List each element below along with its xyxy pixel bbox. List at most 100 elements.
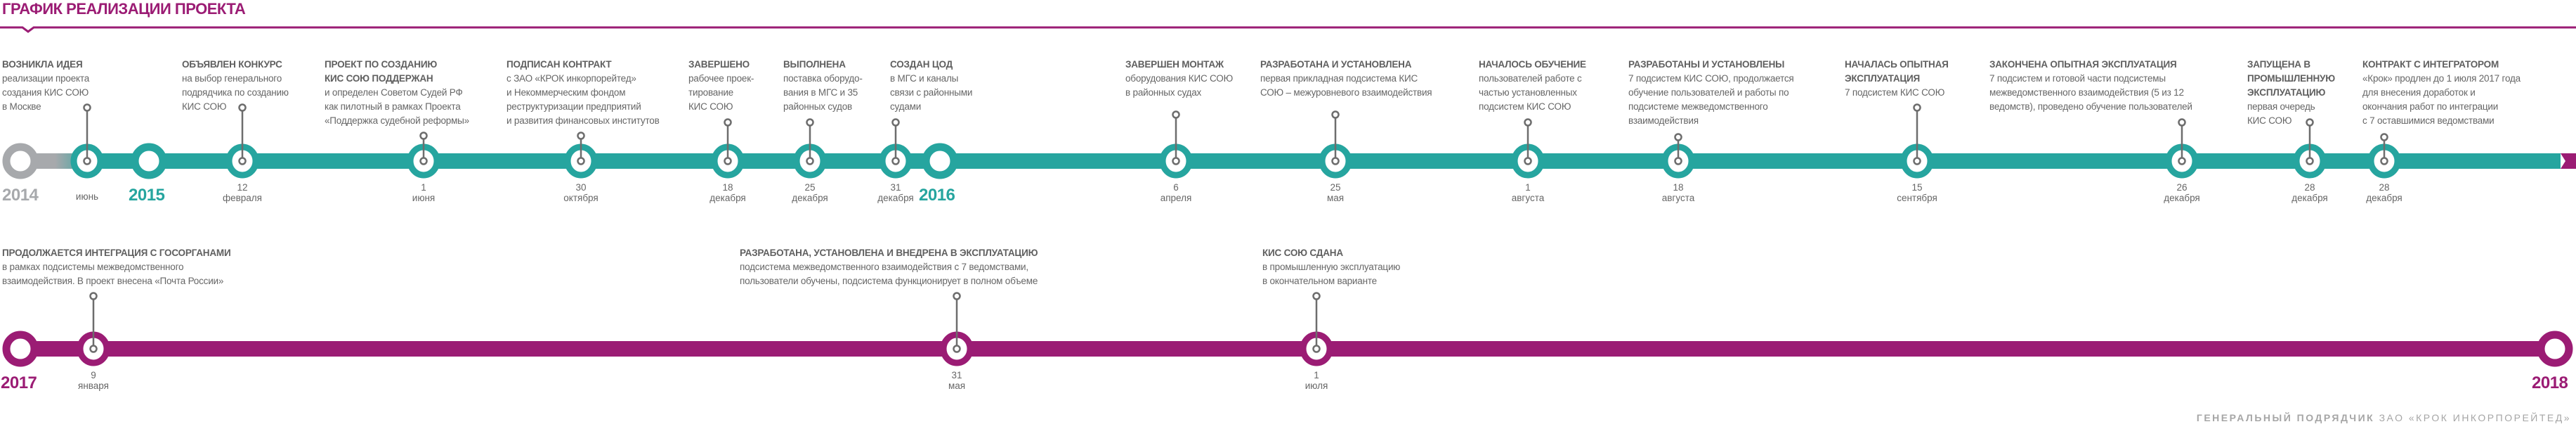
top-event-text: подсистем КИС СОЮ	[1479, 101, 1571, 112]
top-event-text: реализации проекта	[2, 73, 90, 84]
date-month: декабря	[2164, 193, 2200, 203]
top-event-title: ПОДПИСАН КОНТРАКТ	[506, 59, 612, 70]
top-event-pin-head-icon	[724, 118, 732, 127]
top-event-pin-head-icon	[2178, 118, 2186, 127]
top-event-date: июнь	[52, 191, 122, 202]
date-day: 18	[1673, 182, 1684, 193]
top-event-pin-head-icon	[1172, 110, 1180, 119]
top-event-title: ЭКСПЛУАТАЦИЯ	[1845, 73, 1921, 84]
top-event-text: пользователей работе с	[1479, 73, 1582, 84]
top-event-title: ПРОЕКТ ПО СОЗДАНИЮ	[325, 59, 438, 70]
top-event-text: ведомств), проведено обучение пользовате…	[1989, 101, 2192, 112]
header-rule	[0, 26, 2576, 33]
date-day: 1	[1525, 182, 1531, 193]
date-month: декабря	[792, 193, 828, 203]
top-event-pin-base-icon	[419, 157, 428, 165]
bottom-event-description: РАЗРАБОТАНА, УСТАНОВЛЕНА И ВНЕДРЕНА В ЭК…	[740, 246, 1038, 288]
top-event-text: первая прикладная подсистема КИС	[1260, 73, 1418, 84]
top-event-title: ЗАПУЩЕНА В	[2247, 59, 2310, 70]
date-day: 25	[1330, 182, 1341, 193]
bottom-event-pin-head-icon	[89, 292, 98, 300]
year-label-2018: 2018	[2532, 373, 2568, 392]
year-label-2014: 2014	[2, 186, 39, 205]
top-event-pin-base-icon	[1331, 157, 1340, 165]
date-month: августа	[1511, 193, 1545, 203]
top-event-text: 7 подсистем КИС СОЮ, продолжается	[1628, 73, 1794, 84]
year-marker-2017	[2, 331, 39, 367]
top-event-text: обучение пользователей и работы по	[1628, 87, 1789, 98]
top-event-title: КОНТРАКТ С ИНТЕГРАТОРОМ	[2362, 59, 2499, 70]
top-event-title: ЭКСПЛУАТАЦИЮ	[2247, 87, 2326, 98]
year-label-2016: 2016	[919, 186, 955, 205]
top-event-text: межведомственного взаимодействия (5 из 1…	[1989, 87, 2184, 98]
date-month: мая	[948, 380, 966, 391]
top-event-description: ПОДПИСАН КОНТРАКТ с ЗАО «КРОК инкорпорейт…	[506, 58, 660, 128]
top-event-text: «Поддержка судебной реформы»	[325, 115, 469, 126]
top-event-pin-head-icon	[577, 132, 585, 140]
top-event-pin-base-icon	[891, 157, 900, 165]
top-event-text: оборудования КИС СОЮ	[1125, 73, 1234, 84]
date-month: июля	[1305, 380, 1328, 391]
date-month: апреля	[1160, 193, 1192, 203]
top-event-pin-base-icon	[2380, 157, 2388, 165]
year-marker-2015	[131, 143, 167, 179]
date-day: 31	[951, 370, 962, 380]
bottom-event-pin-head-icon	[953, 292, 961, 300]
top-event-text: первая очередь	[2247, 101, 2315, 112]
year-marker-2014	[2, 143, 39, 179]
footer-credit: ГЕНЕРАЛЬНЫЙ ПОДРЯДЧИК ЗАО «КРОК ИНКОРПОР…	[2197, 412, 2571, 423]
top-event-pin-base-icon	[238, 157, 247, 165]
top-event-title: ЗАВЕРШЕНО	[688, 59, 750, 70]
bottom-event-text: пользователи обучены, подсистема функцио…	[740, 276, 1038, 286]
top-event-title: НАЧАЛАСЬ ОПЫТНАЯ	[1845, 59, 1949, 70]
top-event-description: КОНТРАКТ С ИНТЕГРАТОРОМ «Крок» продлен до…	[2362, 58, 2521, 128]
top-event-title: СОЗДАН ЦОД	[890, 59, 953, 70]
top-event-pin-head-icon	[891, 118, 900, 127]
top-event-text: судами	[890, 101, 922, 112]
top-event-title: ЗАВЕРШЕН МОНТАЖ	[1125, 59, 1224, 70]
top-event-pin-base-icon	[806, 157, 814, 165]
top-event-text: и определен Советом Судей РФ	[325, 87, 463, 98]
date-month: сентября	[1897, 193, 1937, 203]
top-event-text: подсистеме межведомственного	[1628, 101, 1768, 112]
bottom-event-text: подсистема межведомственного взаимодейст…	[740, 262, 1028, 272]
top-event-text: тирование	[688, 87, 733, 98]
top-event-text: в Москве	[2, 101, 41, 112]
top-event-pin-base-icon	[2178, 157, 2186, 165]
date-day: 12	[237, 182, 248, 193]
page-title: ГРАФИК РЕАЛИЗАЦИИ ПРОЕКТА	[2, 0, 246, 18]
year-marker-2016	[922, 143, 958, 179]
date-day: 25	[804, 182, 816, 193]
top-event-text: «Крок» продлен до 1 июля 2017 года	[2362, 73, 2521, 84]
top-event-text: КИС СОЮ	[688, 101, 733, 112]
date-day: 28	[2379, 182, 2390, 193]
top-event-title: ПРОМЫШЛЕННУЮ	[2247, 73, 2335, 84]
top-event-text: подрядчика по созданию	[182, 87, 289, 98]
top-event-text: с ЗАО «КРОК инкорпорейтед»	[506, 73, 636, 84]
date-month: июня	[412, 193, 436, 203]
top-event-text: 7 подсистем и готовой части подсистемы	[1989, 73, 2166, 84]
date-month: мая	[1326, 193, 1345, 203]
bottom-event-pin-base-icon	[89, 345, 98, 353]
top-event-pin-head-icon	[238, 103, 247, 112]
date-month: января	[78, 380, 109, 391]
date-day: 9	[91, 370, 96, 380]
